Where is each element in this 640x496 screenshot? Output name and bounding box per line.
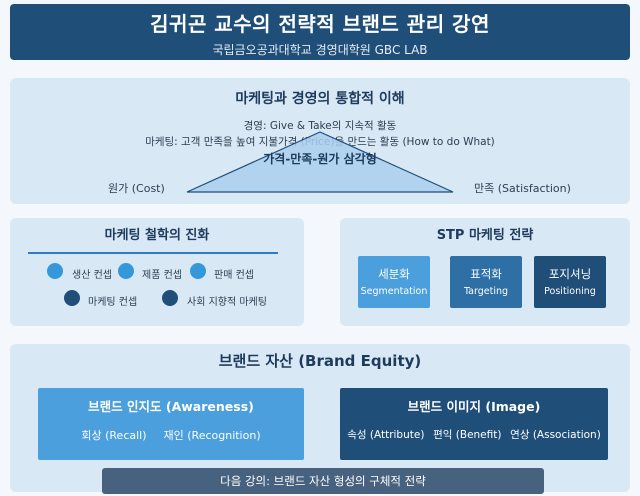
image-item: 편익 (Benefit): [433, 429, 502, 441]
brand-equity-title: 브랜드 자산 (Brand Equity): [218, 352, 422, 370]
stp-box-ko: 포지셔닝: [548, 267, 592, 281]
next-lecture-bar: 다음 강의: 브랜드 자산 형성의 구체적 전략: [102, 468, 544, 494]
philosophy-dot: [47, 263, 63, 279]
stp-box-en: Positioning: [544, 286, 596, 297]
awareness-title: 브랜드 인지도 (Awareness): [88, 399, 254, 414]
philosophy-dot: [190, 263, 206, 279]
awareness-box: 브랜드 인지도 (Awareness) 회상 (Recall) 재인 (Reco…: [38, 388, 304, 460]
stp-box-en: Segmentation: [360, 286, 428, 297]
price-triangle-shape: [186, 131, 454, 193]
philosophy-item: 제품 컨셉: [142, 270, 182, 281]
philosophy-item: 생산 컨셉: [72, 270, 112, 281]
image-items: 속성 (Attribute) 편익 (Benefit) 연상 (Associat…: [340, 427, 608, 442]
triangle-label: 가격-만족-원가 삼각형: [263, 152, 377, 166]
awareness-items: 회상 (Recall) 재인 (Recognition): [38, 427, 304, 443]
stp-box-ko: 표적화: [470, 267, 502, 281]
stp-segmentation-box: 세분화 Segmentation: [358, 256, 430, 308]
philosophy-dot: [64, 290, 80, 306]
image-item: 연상 (Association): [510, 429, 601, 441]
philosophy-timeline: [28, 252, 278, 254]
philosophy-item: 판매 컨셉: [214, 270, 254, 281]
price-triangle: [175, 130, 465, 200]
philosophy-title: 마케팅 철학의 진화: [104, 228, 210, 243]
page-title: 김귀곤 교수의 전략적 브랜드 관리 강연: [150, 12, 490, 36]
image-item: 속성 (Attribute): [347, 429, 425, 441]
philosophy-dot: [162, 290, 178, 306]
philosophy-dot: [118, 263, 134, 279]
page-subtitle: 국립금오공과대학교 경영대학원 GBC LAB: [212, 43, 428, 57]
stp-targeting-box: 표적화 Targeting: [450, 256, 522, 308]
integration-line-1: 경영: Give & Take의 지속적 활동: [243, 120, 397, 132]
stp-box-ko: 세분화: [378, 267, 410, 281]
image-title: 브랜드 이미지 (Image): [407, 399, 541, 414]
stp-positioning-box: 포지셔닝 Positioning: [534, 256, 606, 308]
integration-title: 마케팅과 경영의 통합적 이해: [235, 91, 405, 107]
awareness-item: 회상 (Recall): [81, 429, 147, 442]
philosophy-item: 마케팅 컨셉: [88, 297, 138, 308]
awareness-item: 재인 (Recognition): [163, 429, 261, 442]
cost-label: 원가 (Cost): [108, 182, 165, 195]
philosophy-item: 사회 지향적 마케팅: [187, 297, 267, 308]
image-box: 브랜드 이미지 (Image) 속성 (Attribute) 편익 (Benef…: [340, 388, 608, 460]
satisfaction-label: 만족 (Satisfaction): [474, 182, 571, 195]
stp-box-en: Targeting: [463, 286, 509, 297]
stp-title: STP 마케팅 전략: [436, 228, 534, 243]
header-banner: 김귀곤 교수의 전략적 브랜드 관리 강연 국립금오공과대학교 경영대학원 GB…: [10, 4, 630, 60]
